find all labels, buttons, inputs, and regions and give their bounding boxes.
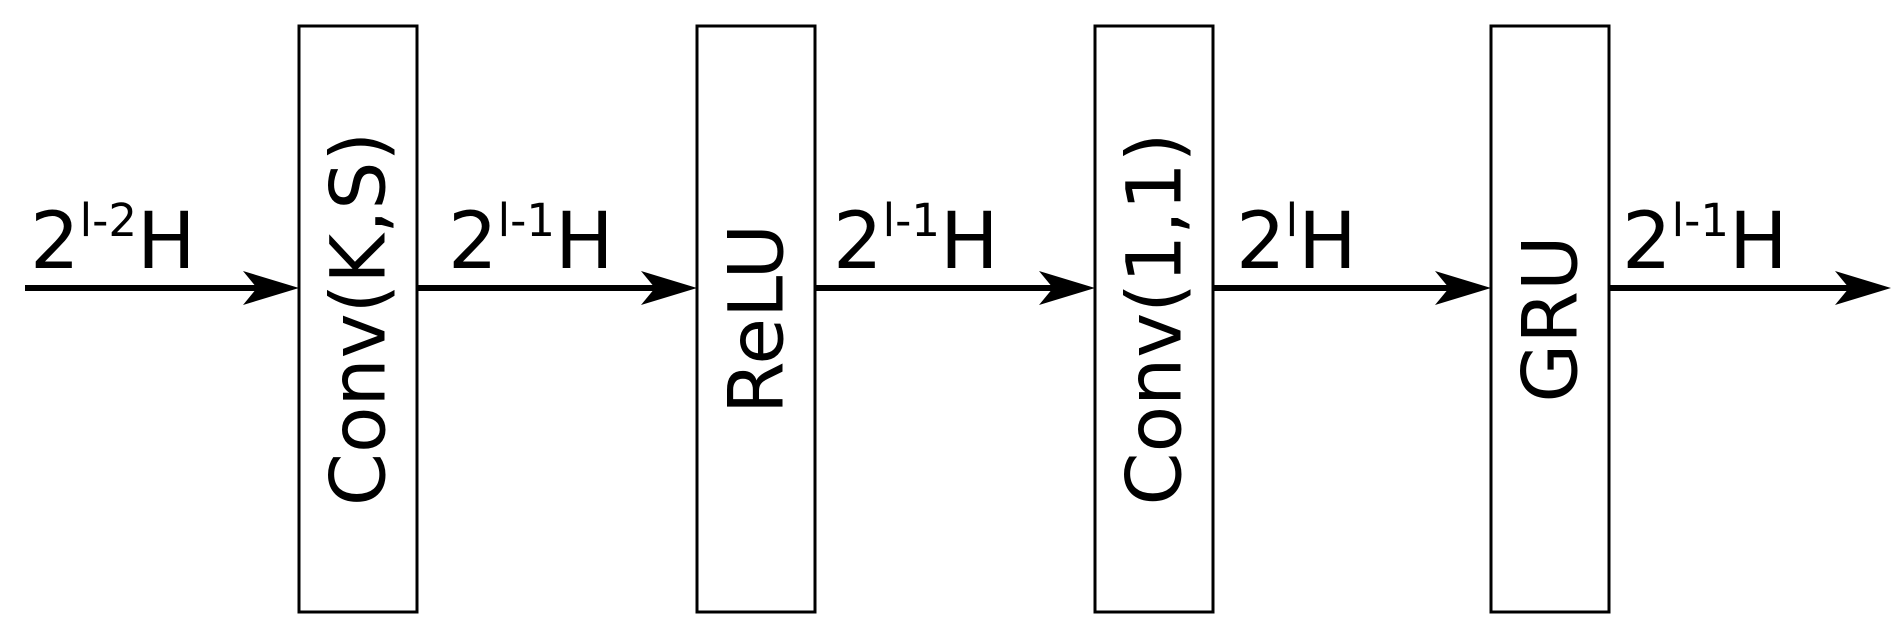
edge-label-base: 2 [30, 197, 80, 287]
edge-label-suffix: H [137, 197, 196, 287]
edge-label-base: 2 [1236, 197, 1286, 287]
block-gru-box [1489, 24, 1611, 614]
arrow-conv-ks-to-relu [417, 271, 697, 305]
edge-label-exponent: l-1 [1672, 194, 1729, 247]
block-gru: GRU [1489, 24, 1611, 614]
arrow-head-icon [641, 271, 697, 305]
edge-label-conv-ks-out: 2l-1H [448, 194, 614, 287]
arrow-gru-to-output [1609, 271, 1891, 305]
arrow-input-to-conv-ks [25, 271, 299, 305]
edge-label-base: 2 [833, 197, 883, 287]
arrow-head-icon [1435, 271, 1491, 305]
block-conv-ks: Conv(K,S) [297, 24, 419, 614]
block-conv-11: Conv(1,1) [1093, 24, 1215, 614]
edge-label-base: 2 [448, 197, 498, 287]
edge-label-suffix: H [555, 197, 614, 287]
edge-label-conv-11-out: 2lH [1236, 194, 1357, 287]
edge-label-relu-out: 2l-1H [833, 194, 999, 287]
edge-label-exponent: l-1 [883, 194, 940, 247]
block-conv-ks-box [297, 24, 419, 614]
edge-label-suffix: H [1729, 197, 1788, 287]
edge-label-exponent: l [1286, 194, 1299, 247]
arrow-relu-to-conv-11 [815, 271, 1095, 305]
block-conv-ks-label: Conv(K,S) [314, 132, 403, 506]
block-conv-11-label: Conv(1,1) [1110, 133, 1199, 506]
arrow-head-icon [1039, 271, 1095, 305]
block-conv-11-box [1093, 24, 1215, 614]
block-gru-label: GRU [1506, 235, 1595, 402]
block-relu: ReLU [695, 24, 817, 614]
arrow-head-icon [243, 271, 299, 305]
edge-label-exponent: l-2 [80, 194, 137, 247]
arrow-conv-11-to-gru [1213, 271, 1491, 305]
edge-label-suffix: H [1298, 197, 1357, 287]
edge-label-base: 2 [1622, 197, 1672, 287]
edge-label-suffix: H [940, 197, 999, 287]
arrow-head-icon [1835, 271, 1891, 305]
edge-label-input: 2l-2H [30, 194, 196, 287]
edge-label-gru-out: 2l-1H [1622, 194, 1788, 287]
block-relu-label: ReLU [712, 224, 801, 414]
block-relu-box [695, 24, 817, 614]
edge-label-exponent: l-1 [498, 194, 555, 247]
